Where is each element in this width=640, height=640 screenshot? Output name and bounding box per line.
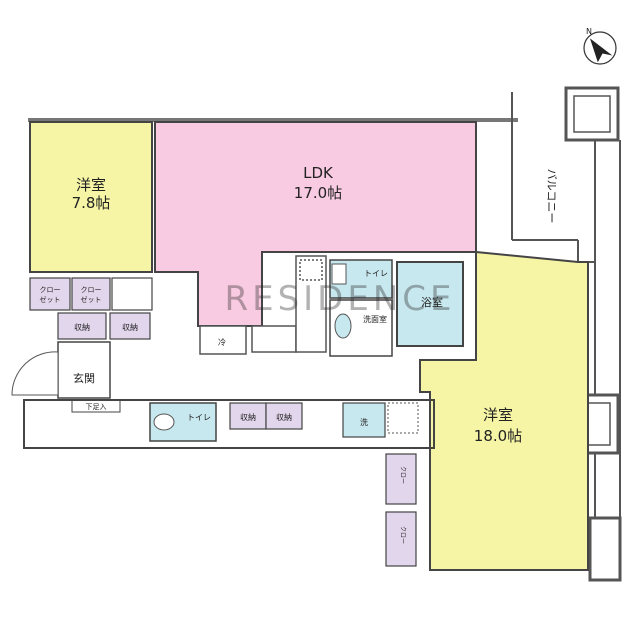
storage-lower: 収納 収納 (229, 402, 303, 430)
storage-4-label: 収納 (276, 412, 292, 422)
laundry-area (342, 402, 386, 438)
bathroom-name: 浴室 (421, 295, 443, 309)
bathroom (396, 261, 464, 347)
lower-corridor (23, 399, 435, 449)
storage-1-label: 収納 (74, 322, 90, 332)
laundry-pan (387, 402, 419, 434)
closet-1 (29, 277, 71, 311)
fridge-label: 冷 (218, 337, 226, 347)
western-room-1-size: 7.8帖 (72, 194, 111, 212)
laundry-label: 洗 (360, 417, 368, 427)
storage-2-label: 収納 (122, 322, 138, 332)
storage-1 (57, 312, 107, 340)
storage-3-label: 収納 (240, 412, 256, 422)
storage-3 (229, 402, 267, 430)
closet-4-label: クロー (399, 526, 406, 544)
compass: N (583, 27, 617, 65)
entrance-name: 玄関 (73, 371, 95, 385)
western-room-1-name: 洋室 (76, 176, 106, 194)
balcony-label: バルコニー (545, 169, 558, 224)
closets-top-left: クロー ゼット クロー ゼット (29, 277, 153, 311)
western-room-1 (29, 121, 153, 273)
ldk-name: LDK (303, 164, 334, 182)
toilet-lower-fixture (153, 413, 175, 431)
watermark: RESIDENCE (224, 279, 455, 319)
closets-lower-right: クロー クロー (385, 453, 417, 567)
western-room-2 (419, 250, 589, 571)
washroom-name: 洗面室 (363, 314, 387, 324)
closet-1-label-b: ゼット (40, 295, 61, 304)
ldk-size: 17.0帖 (294, 184, 342, 202)
kitchen-counter (199, 255, 327, 355)
toilet-lower-name: トイレ (187, 413, 211, 422)
closet-3 (385, 453, 417, 505)
entrance (57, 341, 111, 399)
compass-north-label: N (586, 27, 592, 36)
shoe-box-label: 下足入 (86, 403, 107, 411)
column-bottom (588, 516, 622, 582)
storage-4 (265, 402, 303, 430)
toilet-upper-name: トイレ (364, 269, 388, 278)
closet-3-label: クロー (399, 466, 406, 484)
north-arrow-icon (589, 38, 613, 63)
entrance-door-swing (11, 351, 59, 396)
western-room-2-size: 18.0帖 (474, 427, 522, 445)
closet-4 (385, 511, 417, 567)
closet-1-label-a: クロー (40, 286, 61, 294)
closet-2-label-a: クロー (81, 286, 102, 294)
toilet-upper-fixture (331, 263, 347, 285)
closet-2-label-b: ゼット (81, 295, 102, 304)
storage-entrance: 収納 収納 (57, 312, 151, 340)
wash-basin (334, 313, 352, 339)
compass-ring (583, 31, 617, 65)
western-room-2-name: 洋室 (483, 406, 513, 424)
closet-2 (71, 277, 111, 311)
storage-2 (109, 312, 151, 340)
